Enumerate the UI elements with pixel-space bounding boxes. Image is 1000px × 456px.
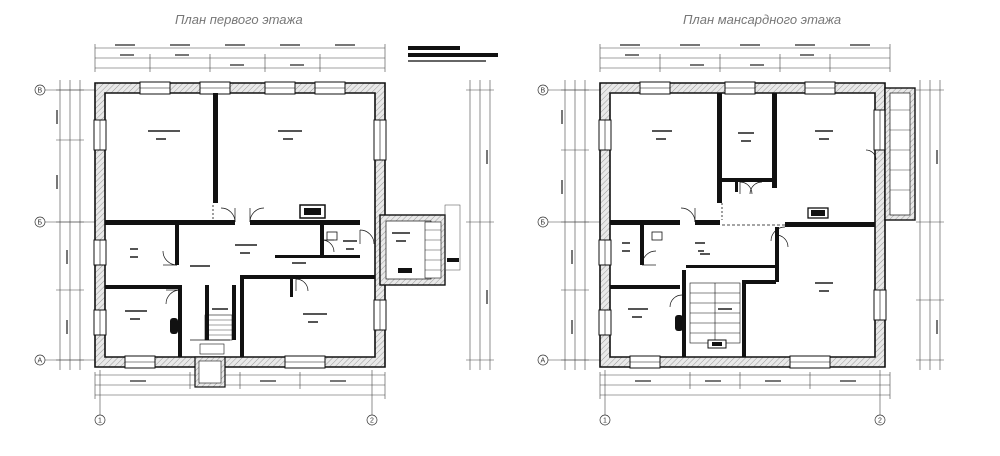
interior-walls: [105, 93, 375, 357]
attic-interior-walls: [610, 93, 875, 357]
attic-floor-plan-title: План мансардного этажа: [683, 12, 842, 27]
ground-floor-plan: В Б А 1 2: [34, 44, 498, 426]
attic-axis-bubbles: [537, 84, 886, 426]
axis-label-row-b: Б: [38, 220, 43, 227]
fixtures: [170, 204, 412, 355]
axis-bubbles: [34, 84, 378, 426]
attic-axis-label-row-v: В: [541, 88, 546, 95]
entry-porch: [190, 314, 233, 388]
room-tags: [125, 130, 410, 323]
attic-dimension-lines: [548, 44, 944, 415]
axis-label-row-a: А: [38, 358, 43, 365]
legend-marks: [408, 46, 498, 62]
attic-fixtures: [651, 207, 829, 349]
axis-label-col-2: 2: [370, 418, 374, 425]
attic-balcony: [884, 87, 916, 221]
attic-axis-label-row-b: Б: [541, 220, 546, 227]
attic-axis-label-row-a: А: [541, 358, 546, 365]
ground-floor-plan-title: План первого этажа: [175, 12, 303, 27]
dimension-text-marks: [56, 44, 488, 382]
side-veranda: [379, 204, 461, 286]
attic-axis-label-col-1: 1: [603, 418, 607, 425]
dimension-lines: [45, 44, 494, 415]
attic-door-swings: [641, 149, 877, 308]
door-swings: [162, 207, 375, 375]
axis-label-row-v: В: [38, 88, 43, 95]
attic-axis-label-col-2: 2: [878, 418, 882, 425]
attic-floor-plan: В Б А 1 2: [537, 44, 944, 426]
attic-dimension-text-marks: [561, 44, 938, 382]
outer-walls: [93, 81, 387, 369]
axis-label-col-1: 1: [98, 418, 102, 425]
attic-room-tags: [622, 130, 833, 318]
attic-outer-walls: [598, 81, 887, 369]
attic-staircase: [689, 282, 741, 344]
